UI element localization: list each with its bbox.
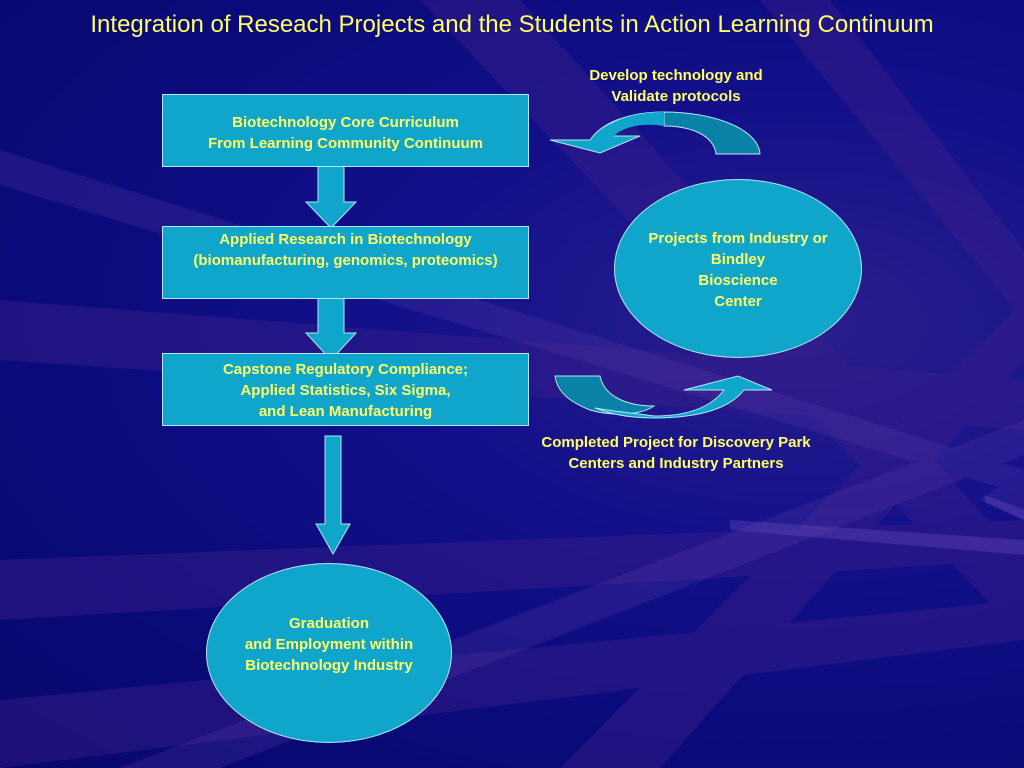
slide-title: Integration of Reseach Projects and the …	[90, 11, 934, 38]
curved-arrow-icon	[549, 111, 761, 155]
develop-technology-label: Develop technology and Validate protocol…	[589, 67, 763, 105]
applied-research-box: Applied Research in Biotechnology (bioma…	[162, 226, 529, 299]
down-arrow-icon	[304, 161, 358, 229]
industry-projects-oval: Projects from Industry or Bindley Biosci…	[614, 179, 862, 358]
down-arrow-icon	[315, 435, 351, 556]
graduation-oval: Graduation and Employment within Biotech…	[206, 563, 452, 743]
down-arrow-icon	[304, 294, 358, 361]
curved-arrow-icon	[554, 375, 773, 419]
core-curriculum-box: Biotechnology Core Curriculum From Learn…	[162, 94, 529, 167]
capstone-box: Capstone Regulatory Compliance; Applied …	[162, 353, 529, 426]
completed-project-label: Completed Project for Discovery Park Cen…	[541, 434, 811, 472]
